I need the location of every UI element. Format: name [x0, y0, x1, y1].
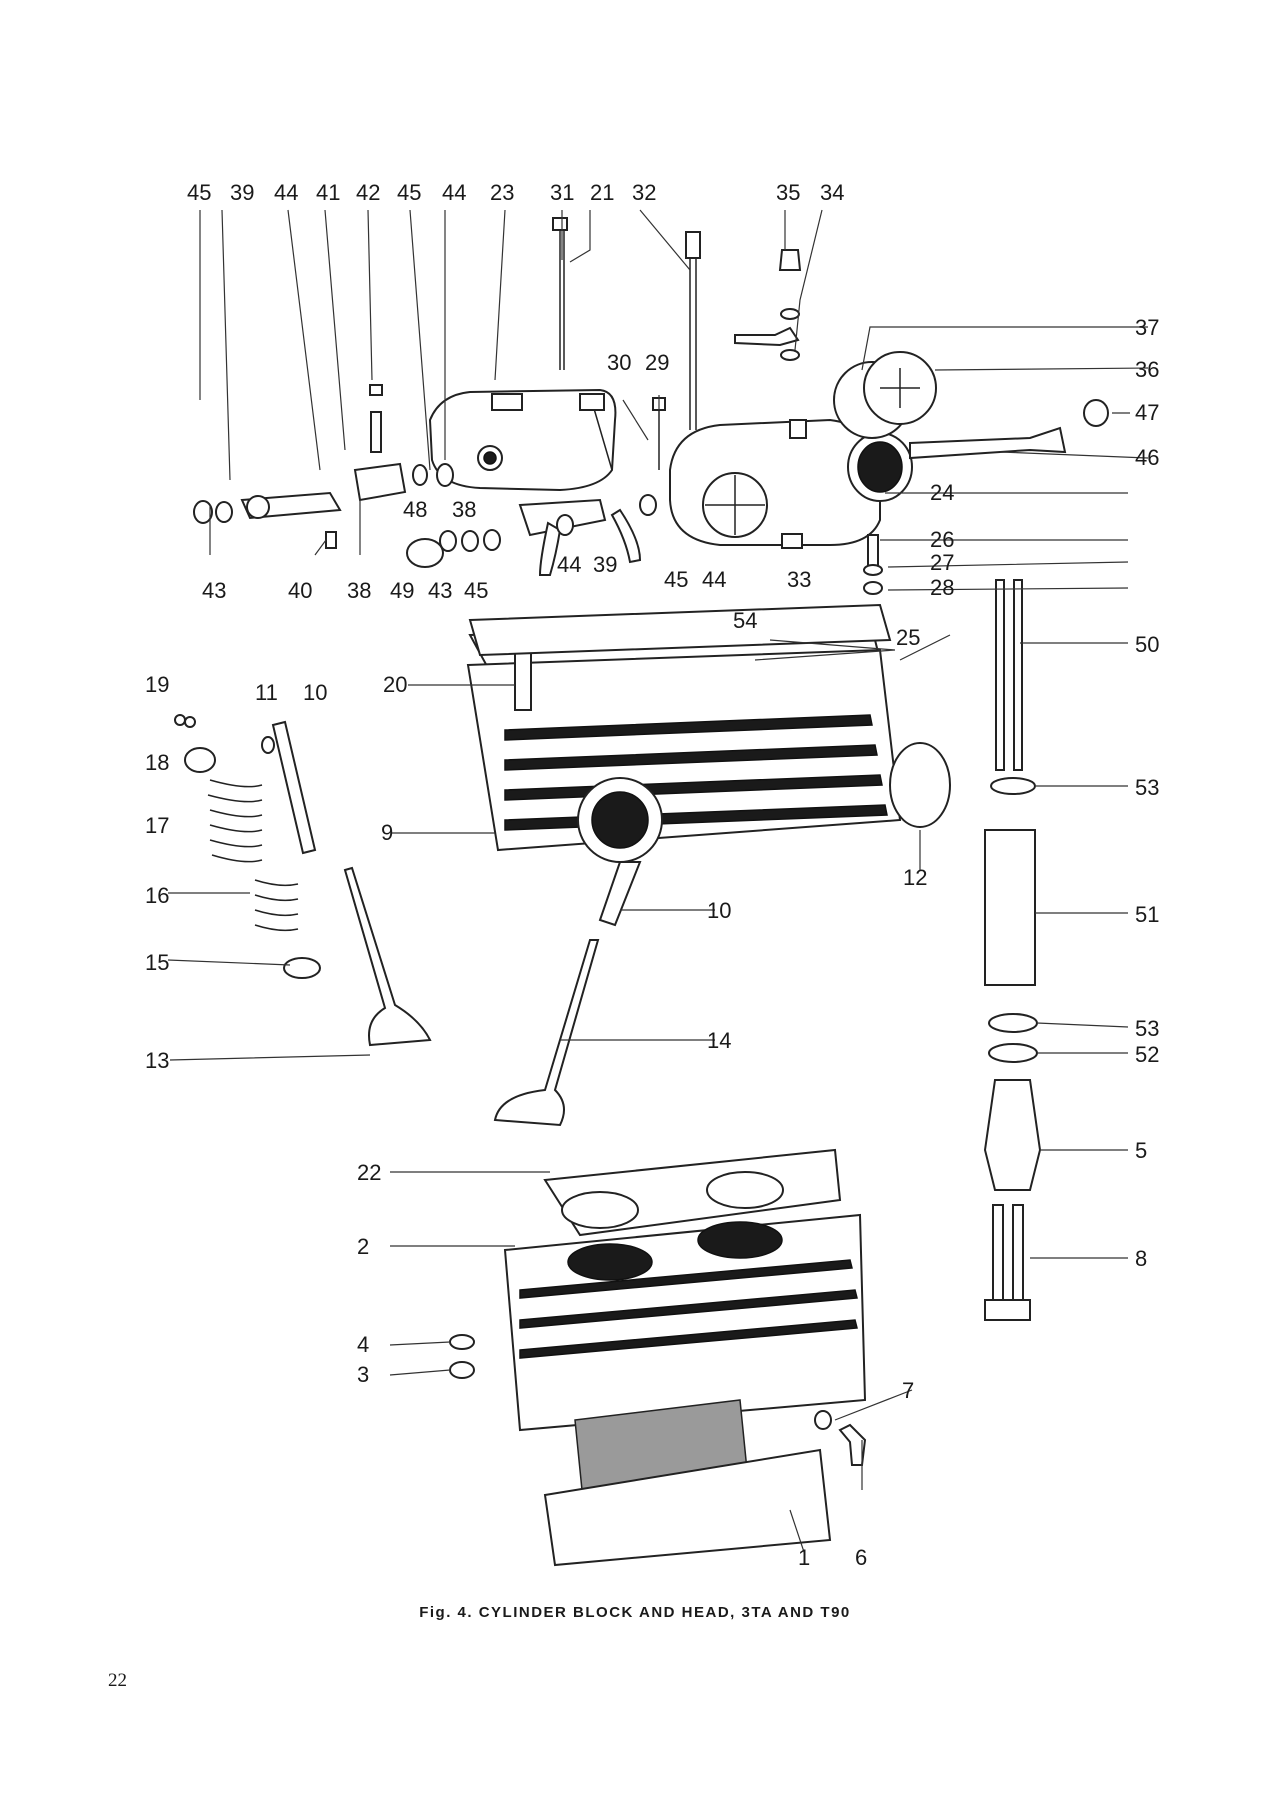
callout-label: 37 — [1135, 315, 1159, 340]
callout-label: 43 — [428, 578, 452, 603]
inspection-cap-and-adapter — [833, 351, 1109, 460]
callout-label: 54 — [733, 608, 757, 633]
callout-label: 18 — [145, 750, 169, 775]
callout-label: 2 — [357, 1234, 369, 1259]
callout-label: 13 — [145, 1048, 169, 1073]
callout-label: 30 — [607, 350, 631, 375]
callout-label: 34 — [820, 180, 844, 205]
callout-label: 14 — [707, 1028, 731, 1053]
callout-label: 38 — [347, 578, 371, 603]
valve-springs-left — [174, 714, 600, 1127]
callout-label: 27 — [930, 550, 954, 575]
callout-label: 45 — [397, 180, 421, 205]
callout-label: 9 — [381, 820, 393, 845]
callout-label: 45 — [464, 578, 488, 603]
cylinder-head — [466, 603, 951, 927]
callout-label: 45 — [664, 567, 688, 592]
callout-label: 19 — [145, 672, 169, 697]
callout-label: 40 — [288, 578, 312, 603]
callout-label: 28 — [930, 575, 954, 600]
callout-label: 1 — [798, 1545, 810, 1570]
callout-label: 35 — [776, 180, 800, 205]
callout-label: 25 — [896, 625, 920, 650]
callout-label: 44 — [274, 180, 298, 205]
callout-label: 39 — [593, 552, 617, 577]
callout-label: 45 — [187, 180, 211, 205]
callout-label: 50 — [1135, 632, 1159, 657]
callout-label: 15 — [145, 950, 169, 975]
callout-label: 31 — [550, 180, 574, 205]
callout-label: 8 — [1135, 1246, 1147, 1271]
callout-label: 11 — [255, 680, 278, 705]
callout-label: 47 — [1135, 400, 1159, 425]
callout-label: 48 — [403, 497, 427, 522]
callout-label: 44 — [702, 567, 726, 592]
callout-label: 53 — [1135, 775, 1159, 800]
page-number: 22 — [108, 1670, 127, 1691]
callout-label: 33 — [787, 567, 811, 592]
rocker-box-right — [669, 418, 913, 549]
washers-and-studs — [193, 217, 883, 595]
callout-label: 20 — [383, 672, 407, 697]
callout-label: 36 — [1135, 357, 1159, 382]
callout-label: 21 — [590, 180, 614, 205]
callout-label: 53 — [1135, 1016, 1159, 1041]
callout-label: 3 — [357, 1362, 369, 1387]
callout-label: 41 — [316, 180, 340, 205]
callout-label: 39 — [230, 180, 254, 205]
rocker-box-left — [428, 388, 617, 492]
callout-label: 49 — [390, 578, 414, 603]
callout-label: 4 — [357, 1332, 369, 1357]
callout-label: 29 — [645, 350, 669, 375]
callout-label: 17 — [145, 813, 169, 838]
callout-label: 44 — [442, 180, 466, 205]
callout-label: 16 — [145, 883, 169, 908]
callout-label: 38 — [452, 497, 476, 522]
callout-label: 7 — [902, 1378, 914, 1403]
callout-label: 46 — [1135, 445, 1159, 470]
callout-labels: 45 39 44 41 42 45 44 23 31 21 32 35 34 3… — [145, 180, 1159, 1570]
callout-label: 12 — [903, 865, 927, 890]
callout-label: 10 — [303, 680, 327, 705]
cylinder-block — [449, 1148, 867, 1567]
callout-label: 22 — [357, 1160, 381, 1185]
callout-label: 10 — [707, 898, 731, 923]
pushrods-and-tappets — [983, 579, 1042, 1321]
callout-label: 43 — [202, 578, 226, 603]
callout-label: 6 — [855, 1545, 867, 1570]
callout-label: 23 — [490, 180, 514, 205]
callout-label: 44 — [557, 552, 581, 577]
callout-label: 32 — [632, 180, 656, 205]
callout-label: 51 — [1135, 902, 1159, 927]
callout-label: 42 — [356, 180, 380, 205]
callout-label: 52 — [1135, 1042, 1159, 1067]
leader-lines — [167, 209, 1149, 1556]
figure-caption: Fig. 4. CYLINDER BLOCK AND HEAD, 3TA AND… — [419, 1604, 851, 1621]
callout-label: 24 — [930, 480, 954, 505]
callout-label: 5 — [1135, 1138, 1147, 1163]
callout-label: 26 — [930, 527, 954, 552]
